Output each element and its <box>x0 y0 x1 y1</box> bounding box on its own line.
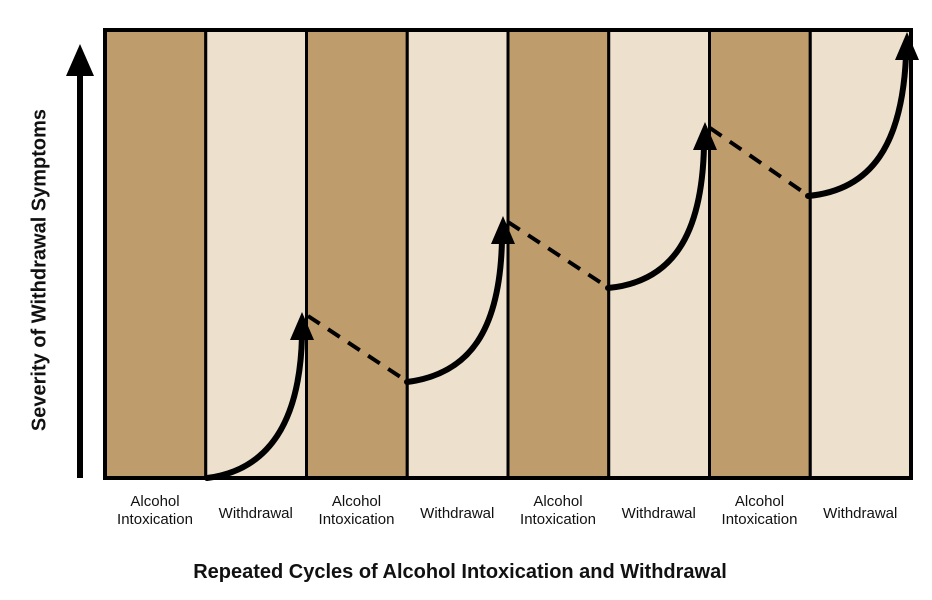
column-intoxication-7 <box>708 28 812 480</box>
column-label-line1: Withdrawal <box>218 505 293 522</box>
decline-line-3 <box>708 126 808 196</box>
curve-arrowheads <box>290 32 919 340</box>
column-label-line2: Intoxication <box>117 511 193 528</box>
y-axis-title: Severity of Withdrawal Symptoms <box>28 108 51 432</box>
x-axis-title: Repeated Cycles of Alcohol Intoxication … <box>193 561 727 583</box>
arrowhead-4 <box>895 32 919 60</box>
withdrawal-curve-2 <box>404 237 505 385</box>
y-axis-arrow <box>66 44 94 478</box>
arrowhead-3 <box>693 122 717 150</box>
column-withdrawal-4 <box>405 28 510 480</box>
arrowhead-1 <box>290 312 314 340</box>
column-label-line1: Withdrawal <box>621 505 696 522</box>
column-label-line1: Withdrawal <box>823 505 898 522</box>
column-intoxication-3 <box>305 28 409 480</box>
intoxication-decline-lines <box>306 126 808 382</box>
withdrawal-curve-1 <box>204 333 305 481</box>
decline-line-1 <box>306 314 407 382</box>
column-intoxication-1 <box>103 28 208 480</box>
column-label-4: Withdrawal <box>407 505 507 523</box>
column-label-line2: Intoxication <box>721 511 798 528</box>
decline-line-2 <box>506 220 608 288</box>
column-label-8: Withdrawal <box>810 505 910 523</box>
column-label-line1: Alcohol <box>130 493 180 510</box>
column-label-line1: Alcohol <box>533 493 583 510</box>
column-label-line2: Intoxication <box>318 511 395 528</box>
withdrawal-curves <box>204 53 909 481</box>
arrowhead-2 <box>491 216 515 244</box>
withdrawal-curve-3 <box>605 143 707 291</box>
column-label-line1: Withdrawal <box>420 505 495 522</box>
column-withdrawal-8 <box>808 28 913 480</box>
column-label-line1: Alcohol <box>331 493 382 510</box>
withdrawal-curve-4 <box>805 53 909 199</box>
column-withdrawal-6 <box>607 28 711 480</box>
column-label-line1: Alcohol <box>734 493 785 510</box>
column-label-2: Withdrawal <box>206 505 306 523</box>
column-label-line2: Intoxication <box>520 511 596 528</box>
phase-columns <box>103 28 913 480</box>
column-label-6: Withdrawal <box>609 505 709 523</box>
diagram-border <box>103 28 913 480</box>
